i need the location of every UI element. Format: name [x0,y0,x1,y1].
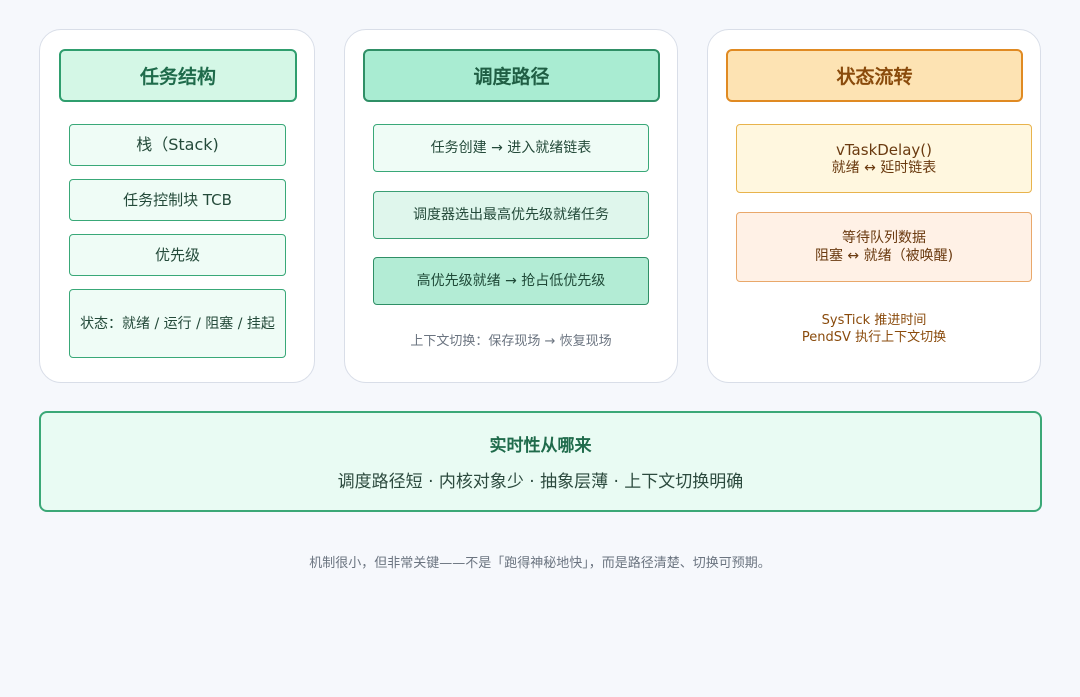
realtime-summary-title: 实时性从哪来 [489,436,592,456]
task-delay-transition: 就绪 ↔ 延时链表 [831,159,937,176]
stack-item: 栈（Stack) [69,124,286,166]
task-delay-call: vTaskDelay() [836,140,932,159]
scheduler-select-step: 调度器选出最高优先级就绪任务 [373,191,649,239]
tcb-item: 任务控制块 TCB [69,179,286,221]
state-transition-panel: 状态流转 vTaskDelay() 就绪 ↔ 延时链表 等待队列数据 阻塞 ↔ … [707,29,1041,383]
preempt-step: 高优先级就绪 → 抢占低优先级 [373,257,649,305]
pendsv-note: PendSV 执行上下文切换 [801,330,947,345]
caption: 机制很小，但非常关键——不是「跑得神秘地快」，而是路径清楚、切换可预期。 [309,556,771,571]
scheduling-path-heading: 调度路径 [363,49,660,102]
queue-wait-label: 等待队列数据 [842,230,926,246]
task-structure-heading: 任务结构 [59,49,297,102]
realtime-summary-points: 调度路径短 · 内核对象少 · 抽象层薄 · 上下文切换明确 [337,472,744,492]
queue-wait-box: 等待队列数据 阻塞 ↔ 就绪（被唤醒) [736,212,1032,282]
scheduling-path-panel: 调度路径 任务创建 → 进入就绪链表 调度器选出最高优先级就绪任务 高优先级就绪… [344,29,678,383]
realtime-summary-box: 实时性从哪来 调度路径短 · 内核对象少 · 抽象层薄 · 上下文切换明确 [39,411,1042,512]
state-transition-heading: 状态流转 [726,49,1023,102]
tick-note: SysTick 推进时间 PendSV 执行上下文切换 [708,312,1040,346]
task-create-step: 任务创建 → 进入就绪链表 [373,124,649,172]
task-state-item: 状态：就绪 / 运行 / 阻塞 / 挂起 [69,289,286,358]
task-structure-panel: 任务结构 栈（Stack) 任务控制块 TCB 优先级 状态：就绪 / 运行 /… [39,29,315,383]
systick-note: SysTick 推进时间 [821,313,927,328]
priority-item: 优先级 [69,234,286,276]
context-switch-note: 上下文切换：保存现场 → 恢复现场 [410,334,612,349]
task-delay-box: vTaskDelay() 就绪 ↔ 延时链表 [736,124,1032,193]
queue-wait-transition: 阻塞 ↔ 就绪（被唤醒) [814,248,954,264]
